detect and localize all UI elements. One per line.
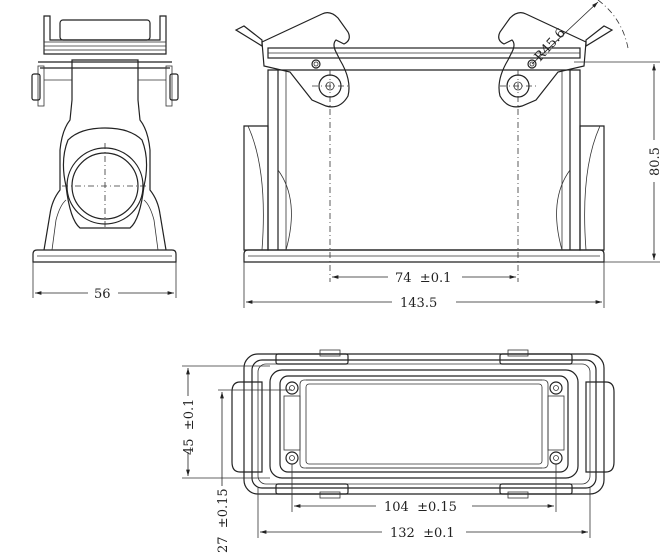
screw-hole [285,451,299,465]
dim-hole-spacing-132: 132 ±0.1 [390,526,455,541]
screw-hole [549,451,563,465]
dim-front-height: 80.5 [648,147,663,176]
dim-hole-spacing-104: 104 ±0.15 [384,500,457,515]
dim-top-height: 45 ±0.1 [182,399,197,455]
top-view: 45 ±0.1 27 ±0.15 104 ±0.15 132 ±0.1 [182,349,615,553]
side-view: 56 [31,15,179,302]
screw-hole [285,381,299,395]
dim-top-offset: 27 ±0.15 [216,488,231,553]
dim-lever-radius: R45.6 [532,26,569,65]
dim-bolt-spacing: 74 ±0.1 [395,271,451,286]
dim-front-width: 143.5 [400,296,437,311]
screw-hole [549,381,563,395]
dim-side-width: 56 [94,287,111,302]
front-view: R45.6 74 ±0.1 143.5 80.5 [234,0,663,311]
